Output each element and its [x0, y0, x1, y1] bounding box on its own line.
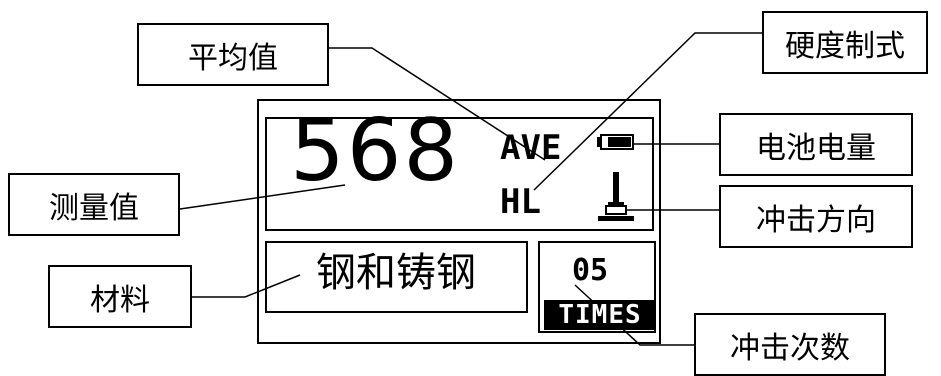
label-hardness-scale: 硬度制式	[762, 11, 928, 74]
label-battery: 电池电量	[719, 113, 913, 176]
label-impact-count: 冲击次数	[694, 313, 886, 376]
leader-average	[329, 47, 546, 161]
measured-value-display: 568	[290, 101, 461, 201]
count-display: 05	[572, 253, 609, 288]
label-measured-value: 测量值	[8, 173, 180, 236]
label-average: 平均值	[137, 23, 329, 86]
label-impact-direction: 冲击方向	[719, 185, 913, 248]
label-material: 材料	[48, 265, 192, 328]
leader-material	[192, 274, 301, 298]
leader-lines	[179, 32, 762, 346]
material-panel	[265, 241, 528, 313]
mode-display: AVE	[500, 128, 562, 168]
count-panel	[538, 241, 656, 333]
scale-display: HL	[500, 182, 541, 222]
count-unit-tag: TIMES	[544, 300, 656, 330]
leader-hardness	[533, 32, 762, 191]
leader-measured	[179, 184, 346, 210]
impact-direction-down-icon	[598, 172, 634, 221]
value-panel	[265, 117, 654, 231]
material-display: 钢和铸钢	[316, 250, 476, 296]
battery-icon	[597, 134, 634, 150]
device-screen	[257, 99, 661, 344]
